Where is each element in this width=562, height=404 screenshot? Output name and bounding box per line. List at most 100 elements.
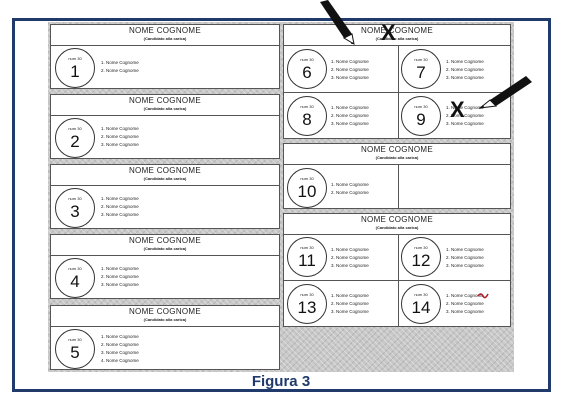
- candidate-subtitle: (Candidato alla carica): [375, 155, 419, 160]
- candidate-1[interactable]: 1. Nome Cognome: [101, 126, 139, 131]
- column-divider: [398, 164, 399, 208]
- candidate-3[interactable]: 3. Nome Cognome: [331, 121, 369, 126]
- symbol-label: num 30: [68, 56, 82, 61]
- list-number: 8: [302, 110, 312, 129]
- candidate-3[interactable]: 3. Nome Cognome: [446, 309, 484, 314]
- coalition-header: NOME COGNOME(Candidato alla carica): [284, 144, 510, 165]
- candidate-1[interactable]: 1. Nome Cognome: [101, 196, 139, 201]
- candidate-2[interactable]: 2. Nome Cognome: [446, 113, 484, 118]
- coalition-block-5: NOME COGNOME(Candidato alla carica) num …: [50, 305, 280, 370]
- symbol-label: num 30: [300, 57, 314, 62]
- candidate-subtitle: (Candidato alla carica): [143, 106, 187, 111]
- candidate-subtitle: (Candidato alla carica): [375, 36, 419, 41]
- candidate-2[interactable]: 2. Nome Cognome: [101, 204, 139, 209]
- candidate-3[interactable]: 3. Nome Cognome: [446, 263, 484, 268]
- red-mark-icon: [477, 293, 489, 299]
- candidate-name: NOME COGNOME: [128, 26, 202, 35]
- symbol-label: num 30: [68, 266, 82, 271]
- candidate-3[interactable]: 3. Nome Cognome: [101, 350, 139, 355]
- list-number: 2: [70, 132, 80, 151]
- symbol-label: num 30: [68, 337, 82, 342]
- candidate-1[interactable]: 1. Nome Cognome: [331, 293, 369, 298]
- symbol-label: num 30: [68, 126, 82, 131]
- candidate-3[interactable]: 3. Nome Cognome: [331, 263, 369, 268]
- list-number: 14: [411, 298, 431, 317]
- candidate-name: NOME COGNOME: [128, 236, 202, 245]
- candidate-subtitle: (Candidato alla carica): [375, 225, 419, 230]
- candidate-1[interactable]: 1. Nome Cognome: [101, 334, 139, 339]
- column-divider: [398, 45, 399, 138]
- symbol-label: num 30: [414, 104, 428, 109]
- candidate-1[interactable]: 1. Nome Cognome: [446, 105, 484, 110]
- candidate-3[interactable]: 3. Nome Cognome: [101, 212, 139, 217]
- candidate-list: 1. Nome Cognome 2. Nome Cognome 3. Nome Co…: [101, 265, 139, 289]
- vote-x-mark: X: [381, 20, 396, 45]
- candidate-4[interactable]: 4. Nome Cognome: [101, 358, 139, 363]
- candidate-1[interactable]: 1. Nome Cognome: [331, 59, 369, 64]
- candidate-2[interactable]: 2. Nome Cognome: [101, 68, 139, 73]
- candidate-1[interactable]: 1. Nome Cognome: [101, 60, 139, 65]
- candidate-2[interactable]: 2. Nome Cognome: [331, 190, 369, 195]
- candidate-1[interactable]: 1. Nome Cognome: [331, 105, 369, 110]
- symbol-label: num 30: [300, 104, 314, 109]
- candidate-1[interactable]: 1. Nome Cognome: [331, 247, 369, 252]
- coalition-header: NOME COGNOME(Candidato alla carica): [51, 95, 279, 116]
- candidate-subtitle: (Candidato alla carica): [143, 246, 187, 251]
- candidate-1[interactable]: 1. Nome Cognome: [446, 247, 484, 252]
- row-divider: [284, 92, 510, 93]
- list-number: 12: [411, 251, 431, 270]
- list-number: 3: [70, 202, 80, 221]
- candidate-3[interactable]: 3. Nome Cognome: [101, 282, 139, 287]
- pencil-icon: [478, 76, 532, 109]
- candidate-subtitle: (Candidato alla carica): [143, 317, 187, 322]
- coalition-header: NOME COGNOME(Candidato alla carica): [51, 25, 279, 46]
- candidate-2[interactable]: 2. Nome Cognome: [101, 134, 139, 139]
- candidate-list: 1. Nome Cognome 2. Nome Cognome 3. Nome Co…: [101, 195, 139, 219]
- candidate-2[interactable]: 2. Nome Cognome: [446, 255, 484, 260]
- candidate-3[interactable]: 3. Nome Cognome: [446, 75, 484, 80]
- candidate-2[interactable]: 2. Nome Cognome: [101, 274, 139, 279]
- candidate-1[interactable]: 1. Nome Cognome: [446, 59, 484, 64]
- candidate-2[interactable]: 2. Nome Cognome: [101, 342, 139, 347]
- candidate-3[interactable]: 3. Nome Cognome: [331, 75, 369, 80]
- candidate-1[interactable]: 1. Nome Cognome: [446, 293, 484, 298]
- candidate-2[interactable]: 2. Nome Cognome: [331, 301, 369, 306]
- candidate-list: 1. Nome Cognome 2. Nome Cognome 3. Nome Co…: [331, 104, 369, 128]
- candidate-2[interactable]: 2. Nome Cognome: [331, 255, 369, 260]
- candidate-3[interactable]: 3. Nome Cognome: [101, 142, 139, 147]
- candidate-2[interactable]: 2. Nome Cognome: [331, 67, 369, 72]
- coalition-block-4: NOME COGNOME(Candidato alla carica) num …: [50, 234, 280, 299]
- vote-x-mark: X: [450, 97, 465, 122]
- candidate-list: 1. Nome Cognome 2. Nome Cognome 3. Nome Co…: [331, 292, 369, 316]
- candidate-2[interactable]: 2. Nome Cognome: [446, 67, 484, 72]
- candidate-list: 1. Nome Cognome 2. Nome Cognome 3. Nome Co…: [331, 58, 369, 82]
- candidate-3[interactable]: 3. Nome Cognome: [331, 309, 369, 314]
- coalition-header: NOME COGNOME(Candidato alla carica): [51, 235, 279, 256]
- candidate-1[interactable]: 1. Nome Cognome: [331, 182, 369, 187]
- candidate-list: 1. Nome Cognome 2. Nome Cognome 3. Nome Co…: [446, 104, 484, 128]
- candidate-list: 1. Nome Cognome 2. Nome Cognome: [101, 59, 139, 75]
- candidate-3[interactable]: 3. Nome Cognome: [446, 121, 484, 126]
- candidate-2[interactable]: 2. Nome Cognome: [331, 113, 369, 118]
- candidate-list: 1. Nome Cognome 2. Nome Cognome 3. Nome Co…: [446, 292, 484, 316]
- candidate-1[interactable]: 1. Nome Cognome: [101, 266, 139, 271]
- coalition-block-6: NOME COGNOME(Candidato alla carica) num …: [283, 24, 511, 139]
- candidate-list: 1. Nome Cognome 2. Nome Cognome: [331, 181, 369, 197]
- candidate-name: NOME COGNOME: [360, 26, 434, 35]
- column-divider: [398, 234, 399, 326]
- candidate-2[interactable]: 2. Nome Cognome: [446, 301, 484, 306]
